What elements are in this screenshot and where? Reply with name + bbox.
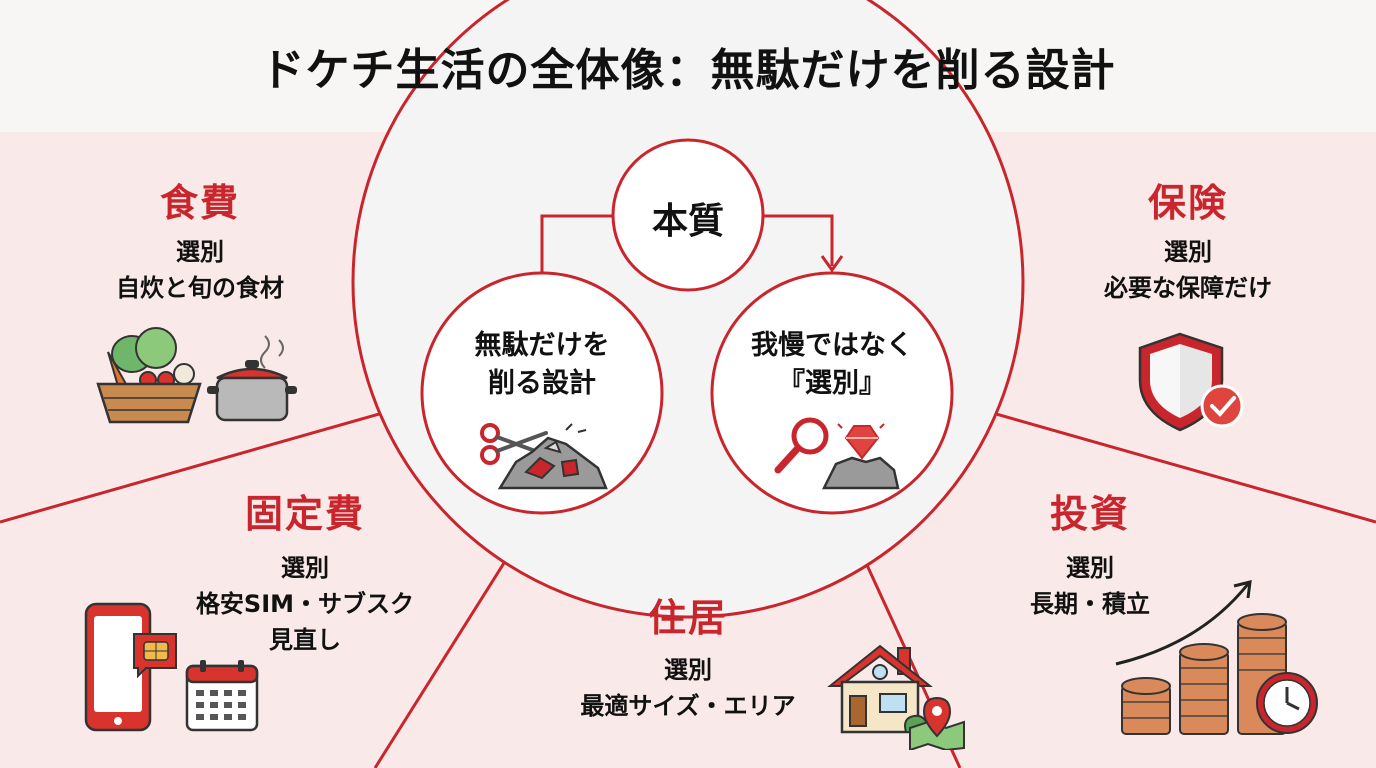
food-line1: 選別 (176, 238, 224, 266)
waste-cut-text: 無駄だけを 削る設計 (422, 327, 662, 403)
page-title: ドケチ生活の全体像：無駄だけを削る設計 (260, 45, 1116, 96)
magnifier-icon (774, 417, 829, 474)
waste-cut-line1: 無駄だけを (474, 330, 610, 361)
waste-pile-icon (497, 423, 608, 490)
map-pin-icon (909, 696, 965, 750)
growth-arrow-icon (1115, 580, 1252, 666)
insurance-title: 保険 (1147, 181, 1228, 225)
sim-card-icon (133, 633, 177, 679)
selection-line2: 『選別』 (778, 368, 886, 399)
fixed-costs-title: 固定費 (244, 492, 365, 536)
essence-label: 本質 (651, 201, 724, 242)
food-line2: 自炊と旬の食材 (116, 274, 284, 302)
food-title: 食費 (159, 181, 240, 225)
selection-line1: 我慢ではなく (751, 330, 913, 361)
essence-circle (611, 138, 765, 292)
insurance-line2: 必要な保障だけ (1104, 274, 1272, 302)
waste-cut-line2: 削る設計 (488, 368, 596, 399)
smartphone-icon (84, 602, 152, 732)
coin-stacks-icon (1121, 613, 1287, 735)
insurance-line1: 選別 (1164, 238, 1212, 266)
housing-title: 住居 (647, 596, 728, 640)
housing-line1: 選別 (664, 656, 712, 684)
insurance-desc: 選別 必要な保障だけ (1038, 234, 1338, 306)
investment-line1: 選別 (1066, 554, 1114, 582)
cooking-pot-icon (207, 335, 297, 422)
fixed-costs-line3: 見直し (269, 626, 341, 654)
essence-connectors (540, 214, 844, 273)
selection-circle (710, 271, 954, 515)
gem-icon (821, 423, 900, 490)
investment-title: 投資 (1049, 492, 1130, 536)
clock-icon (1256, 672, 1318, 734)
food-desc: 選別 自炊と旬の食材 (50, 234, 350, 306)
fixed-costs-desc: 選別 格安SIM・サブスク 見直し (125, 550, 485, 658)
housing-desc: 選別 最適サイズ・エリア (500, 652, 876, 724)
investment-desc: 選別 長期・積立 (940, 550, 1240, 622)
calendar-icon (185, 660, 259, 732)
housing-line2: 最適サイズ・エリア (580, 692, 796, 720)
shield-check-icon (1138, 332, 1244, 432)
selection-text: 我慢ではなく 『選別』 (712, 327, 952, 403)
investment-line2: 長期・積立 (1030, 590, 1150, 618)
fixed-costs-line1: 選別 (281, 554, 329, 582)
fixed-costs-line2: 格安SIM・サブスク (195, 590, 415, 618)
vegetable-basket-icon (96, 327, 202, 424)
